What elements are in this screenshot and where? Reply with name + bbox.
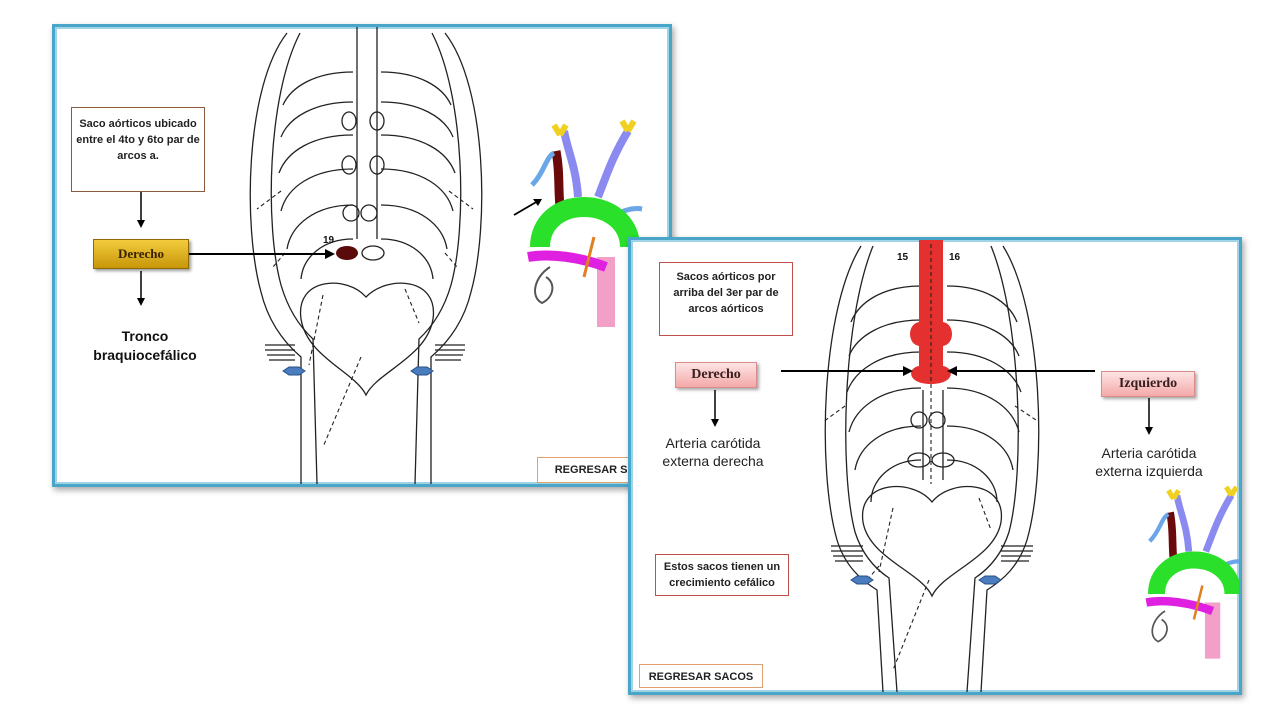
izquierdo-button[interactable]: Izquierdo — [1101, 371, 1195, 397]
aortic-arch-mini-diagram — [513, 119, 643, 327]
embryo-arch-diagram-2 — [711, 240, 1239, 692]
note-cephalic-growth: Estos sacos tienen un crecimiento cefáli… — [655, 554, 789, 596]
derecho-button[interactable]: Derecho — [93, 239, 189, 269]
number-16: 16 — [949, 252, 961, 263]
note-sac-location: Saco aórticos ubicado entre el 4to y 6to… — [71, 107, 205, 192]
number-15: 15 — [897, 252, 909, 263]
aortic-sac-right-highlight — [336, 246, 358, 260]
aortic-arch-mini-diagram-2 — [1145, 485, 1239, 659]
result-carotida-externa-derecha: Arteria carótida externa derecha — [662, 435, 764, 469]
slide-aortic-sac-third-arch: 15 16 Sacos aórticos por arriba del 3er … — [628, 237, 1242, 695]
regresar-sacos-button[interactable]: REGRESAR SACOS — [639, 664, 763, 688]
embryo-arch-diagram — [137, 27, 643, 484]
result-carotida-externa-izquierda: Arteria carótida externa izquierda — [1095, 445, 1203, 479]
derecho-button[interactable]: Derecho — [675, 362, 757, 388]
note-sacs-above-third-arch: Sacos aórticos por arriba del 3er par de… — [659, 262, 793, 336]
marker-number-19: 19 — [323, 235, 335, 246]
result-tronco-braquiocefalico: Tronco braquiocefálico — [93, 328, 197, 363]
slide-aortic-sac-right: Saco aórticos ubicado entre el 4to y 6to… — [52, 24, 677, 487]
